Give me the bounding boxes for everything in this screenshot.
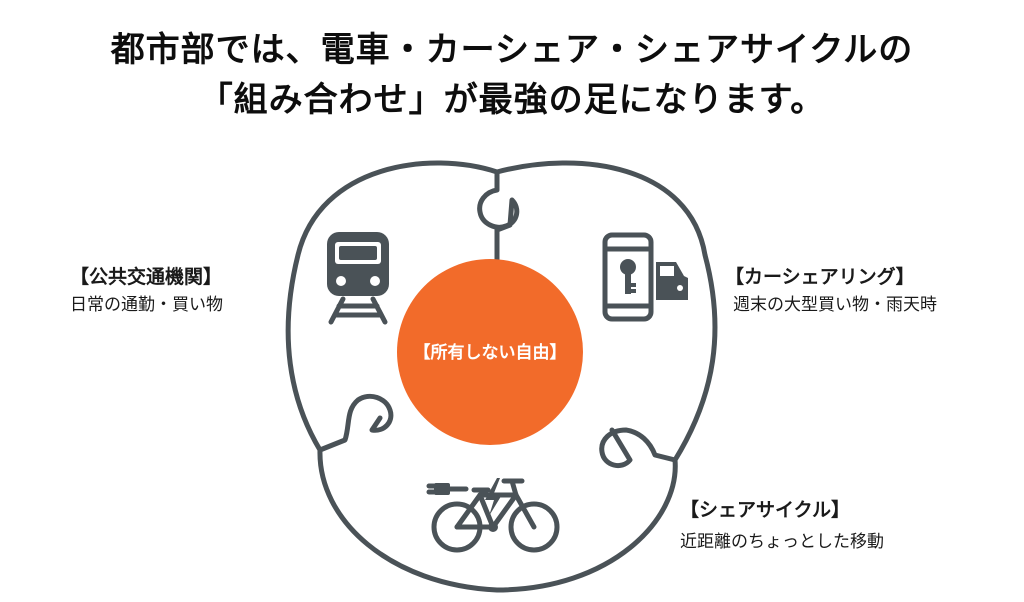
smartphone-key-car-icon: [602, 232, 688, 322]
transit-title: 【公共交通機関】: [70, 266, 223, 288]
puzzle-outer-outline: [285, 160, 718, 593]
car-share-description: 週末の大型買い物・雨天時: [733, 295, 937, 315]
headline-line-2: 「組み合わせ」が最強の足になります。: [198, 80, 826, 120]
electric-bicycle-icon: [426, 478, 560, 553]
center-circle: [397, 259, 583, 445]
puzzle-seam-left: [317, 393, 394, 453]
headline-line-1: 都市部では、電車・カーシェア・シェアサイクルの: [110, 30, 914, 70]
puzzle-seam-right: [599, 427, 678, 469]
center-label: 【所有しない自由】: [413, 343, 567, 363]
share-cycle-title: 【シェアサイクル】: [680, 499, 851, 521]
share-cycle-description: 近距離のちょっとした移動: [680, 532, 884, 552]
train-icon: [327, 232, 389, 325]
car-share-title: 【カーシェアリング】: [725, 266, 915, 288]
transit-description: 日常の通勤・買い物: [70, 295, 223, 315]
puzzle-seam-top: [477, 169, 520, 263]
